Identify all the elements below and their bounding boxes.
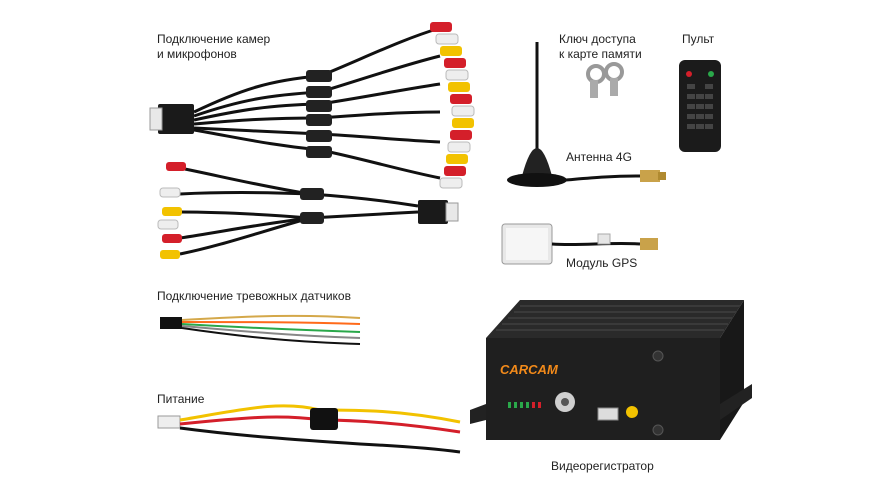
label-power: Питание (157, 392, 205, 406)
dvr-unit: CARCAM (470, 300, 752, 440)
label-memory-key: Ключ доступа к карте памяти (559, 32, 642, 61)
label-remote: Пульт (682, 32, 715, 46)
camera-harness-top (149, 22, 475, 189)
camera-harness-bottom (157, 162, 459, 259)
power-cable (157, 404, 461, 454)
label-antenna-4g: Антенна 4G (566, 150, 632, 164)
dvr-brand-logo: CARCAM (500, 362, 559, 377)
label-gps-module: Модуль GPS (566, 256, 638, 270)
remote-control (679, 60, 721, 152)
memory-keys-icon (586, 62, 624, 98)
label-dvr: Видеорегистратор (551, 459, 654, 473)
gps-module (501, 223, 658, 265)
label-cameras: Подключение камер и микрофонов (157, 32, 271, 61)
alarm-sensor-harness (160, 314, 361, 345)
label-alarm-sensors: Подключение тревожных датчиков (157, 289, 351, 303)
antenna-4g (507, 42, 666, 187)
